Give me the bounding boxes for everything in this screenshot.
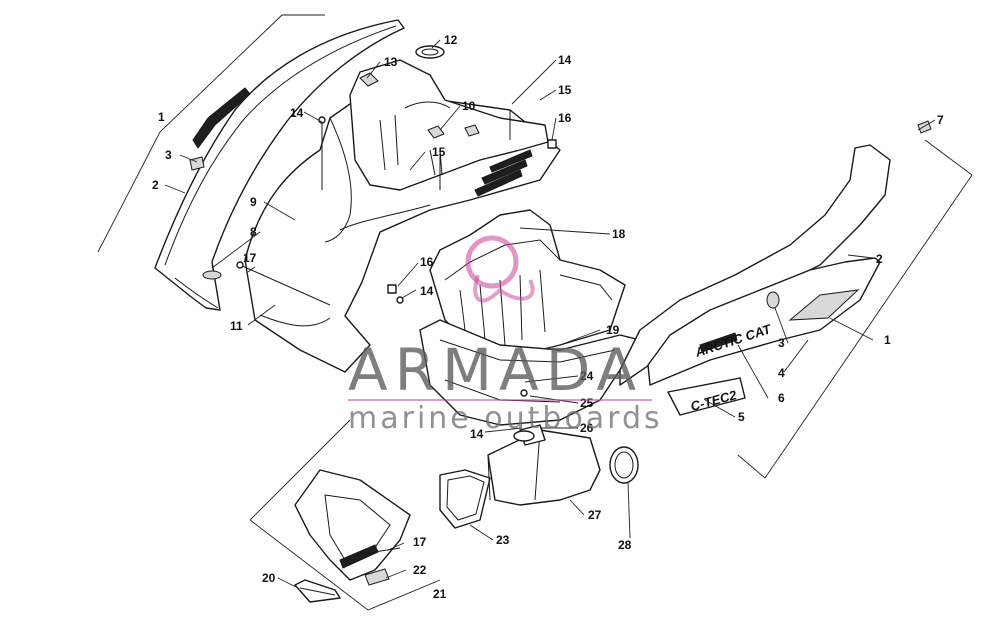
callout-1-left: 1 (158, 110, 165, 124)
fasteners (236, 110, 557, 556)
callout-17-left: 17 (243, 251, 257, 265)
callout-27: 27 (588, 508, 602, 522)
callout-24: 24 (580, 369, 594, 383)
front-nose-assembly (249, 419, 441, 611)
callout-17-lower: 17 (413, 535, 427, 549)
air-intake-duct (439, 389, 639, 529)
callout-14-lower: 14 (470, 427, 484, 441)
callout-15-right: 15 (558, 83, 572, 97)
callout-3-right: 3 (778, 336, 785, 350)
callout-14-mid: 14 (420, 284, 434, 298)
watermark: ARMADA marine outboards (348, 336, 663, 436)
hood-panel (244, 89, 561, 373)
callout-19: 19 (606, 323, 620, 337)
callout-labels: 1 2 3 8 9 11 12 13 14 10 15 16 17 14 14 … (152, 33, 944, 601)
callout-13: 13 (384, 55, 398, 69)
callout-20: 20 (262, 571, 276, 585)
callout-16-right: 16 (558, 111, 572, 125)
callout-21: 21 (433, 587, 447, 601)
callout-18: 18 (612, 227, 626, 241)
callout-12: 12 (444, 33, 458, 47)
watermark-subtitle: marine outboards (348, 401, 663, 436)
callout-23: 23 (496, 533, 510, 547)
callout-14-upper-left: 14 (290, 106, 304, 120)
callout-4: 4 (778, 366, 785, 380)
left-side-panel (97, 14, 405, 311)
callout-10: 10 (462, 99, 476, 113)
callout-2-left: 2 (152, 178, 159, 192)
watermark-title: ARMADA (348, 336, 643, 404)
callout-9: 9 (250, 195, 257, 209)
callout-5: 5 (738, 410, 745, 424)
callout-2-right: 2 (876, 252, 883, 266)
callout-7: 7 (937, 113, 944, 127)
callout-8: 8 (250, 225, 257, 239)
callout-16-left: 16 (420, 255, 434, 269)
callout-26: 26 (580, 421, 594, 435)
callout-6: 6 (778, 391, 785, 405)
leader-lines (164, 39, 936, 589)
callout-3-left: 3 (165, 148, 172, 162)
callout-22: 22 (413, 563, 427, 577)
upper-inner-panel (349, 45, 549, 191)
callout-28: 28 (618, 538, 632, 552)
callout-1-right: 1 (884, 333, 891, 347)
callout-15-left: 15 (432, 145, 446, 159)
right-side-panel: ARCTIC CAT C-TEC2 (619, 120, 973, 479)
callout-11: 11 (230, 319, 243, 333)
callout-14-upper-right: 14 (558, 53, 572, 67)
